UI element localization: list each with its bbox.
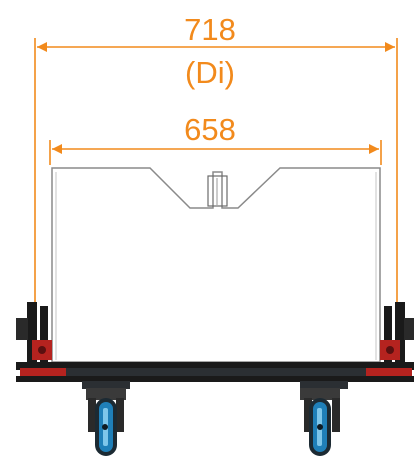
outer-width-dimension: 718 (Di) <box>34 12 398 345</box>
outer-width-note: (Di) <box>185 55 235 90</box>
outer-width-label: 718 <box>184 12 236 47</box>
right-side-bracket <box>380 302 414 364</box>
container-outline <box>51 167 381 363</box>
inner-width-label: 658 <box>184 112 236 147</box>
inner-width-dimension: 658 <box>49 112 382 165</box>
base-frame <box>16 362 414 389</box>
left-side-bracket <box>16 302 52 364</box>
center-handle-slot <box>207 175 228 207</box>
left-caster-wheel <box>86 388 126 456</box>
base-rail <box>16 362 414 370</box>
right-caster-wheel <box>300 388 340 456</box>
container-body <box>51 167 381 363</box>
